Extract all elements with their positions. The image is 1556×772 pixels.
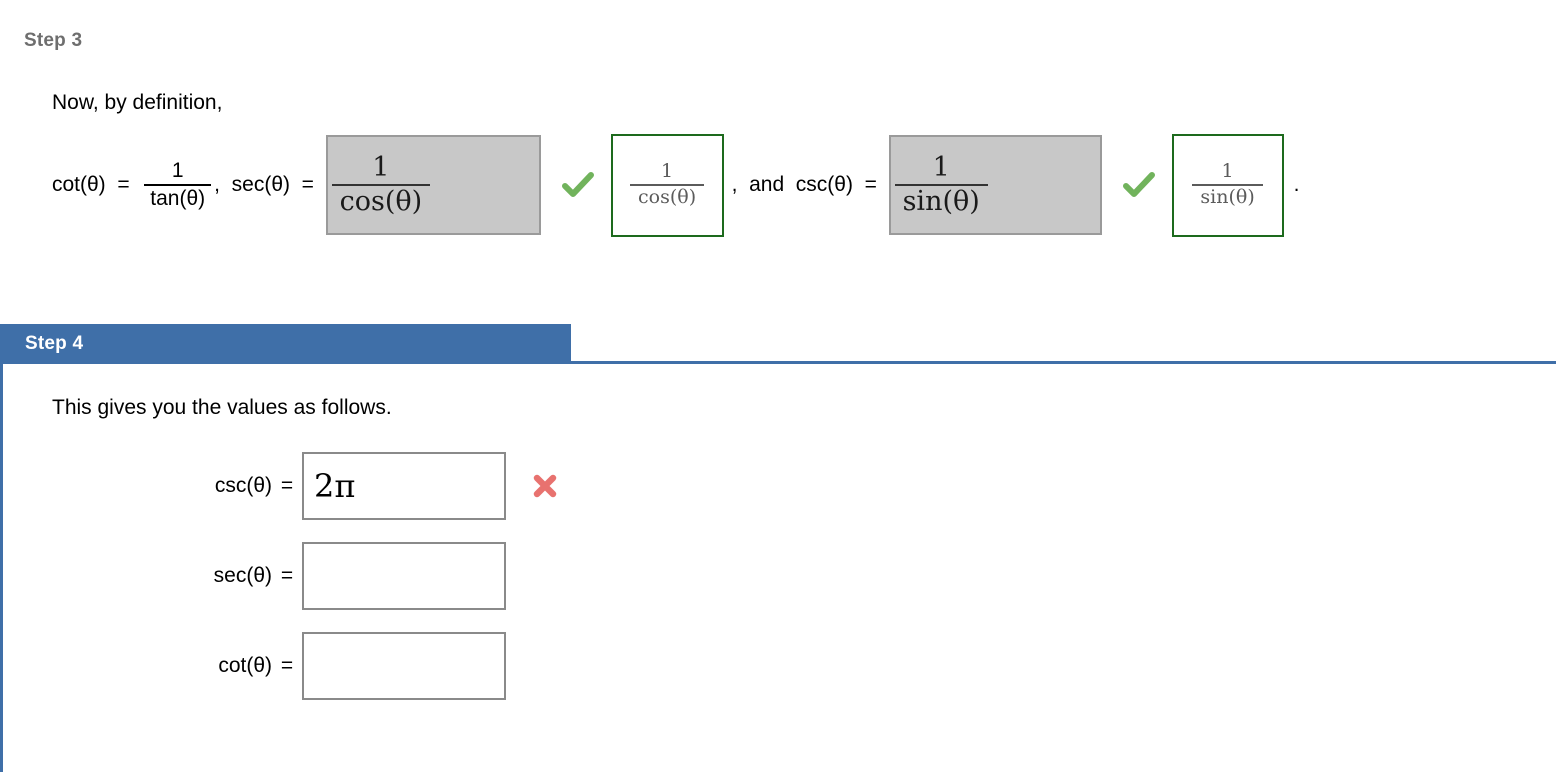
sec-given-numerator: 1 bbox=[372, 151, 390, 183]
check-icon bbox=[1122, 172, 1155, 197]
check-icon bbox=[561, 172, 594, 197]
csc-given-answer-box: 1 sin(θ) bbox=[888, 135, 1102, 235]
step-3-lead-label: Now, by definition, bbox=[52, 91, 223, 114]
sec-correct-fraction: 1 cos(θ) bbox=[630, 160, 705, 208]
answer-row-csc: csc(θ) = 2π bbox=[160, 450, 560, 522]
csc-correct-indicator bbox=[1122, 168, 1156, 202]
csc-correct-numerator: 1 bbox=[1221, 160, 1234, 183]
step-3-label: Step 3 bbox=[24, 30, 83, 51]
sec-correct-answer-box: 1 cos(θ) bbox=[610, 133, 724, 237]
csc-given-fraction: 1 sin(θ) bbox=[894, 151, 988, 217]
csc-given-numerator: 1 bbox=[932, 151, 950, 183]
step-4-label: Step 4 bbox=[25, 333, 84, 354]
sec-given-answer-box: 1 cos(θ) bbox=[325, 135, 541, 235]
step-4-header-bar: Step 4 bbox=[0, 324, 571, 364]
x-icon bbox=[533, 474, 557, 498]
csc-correct-fraction: 1 sin(θ) bbox=[1192, 160, 1263, 208]
cot-fraction-denominator: tan(θ) bbox=[144, 184, 212, 211]
answer-row-sec: sec(θ) = bbox=[160, 540, 506, 612]
csc-correct-answer-box: 1 sin(θ) bbox=[1171, 133, 1284, 237]
csc-given-denominator: sin(θ) bbox=[894, 184, 988, 216]
cot-fraction-numerator: 1 bbox=[171, 159, 184, 183]
step-3-equation-row: cot(θ) = 1 tan(θ) , sec(θ) = 1 cos(θ) 1 … bbox=[52, 130, 1299, 240]
sec-correct-numerator: 1 bbox=[661, 160, 674, 183]
cot-definition-label: cot(θ) = bbox=[52, 173, 142, 196]
answer-label-csc: csc(θ) bbox=[214, 474, 272, 497]
answer-equals-csc: = bbox=[280, 474, 294, 497]
csc-definition-label: , and csc(θ) = bbox=[731, 173, 889, 196]
answer-input-csc-value: 2π bbox=[314, 467, 356, 505]
sec-correct-indicator bbox=[561, 168, 595, 202]
sec-given-denominator: cos(θ) bbox=[331, 184, 431, 216]
answer-equals-sec: = bbox=[280, 564, 294, 587]
sec-definition-label: , sec(θ) = bbox=[214, 173, 326, 196]
step-4-header-rule bbox=[571, 361, 1556, 364]
step-3-lead-text: Now, by definition, bbox=[52, 92, 222, 115]
csc-correct-denominator: sin(θ) bbox=[1192, 184, 1263, 208]
sec-correct-denominator: cos(θ) bbox=[630, 184, 705, 208]
answer-input-cot[interactable] bbox=[302, 632, 506, 700]
answer-equals-cot: = bbox=[280, 654, 294, 677]
step-4-lead-text: This gives you the values as follows. bbox=[52, 396, 392, 419]
sec-given-fraction: 1 cos(θ) bbox=[331, 151, 431, 217]
step-4-panel bbox=[0, 364, 1556, 772]
answer-label-sec: sec(θ) bbox=[213, 564, 272, 587]
answer-row-cot: cot(θ) = bbox=[160, 630, 506, 702]
answer-input-sec[interactable] bbox=[302, 542, 506, 610]
cot-fraction: 1 tan(θ) bbox=[144, 159, 212, 211]
equation-period: . bbox=[1293, 173, 1300, 196]
answer-input-csc[interactable]: 2π bbox=[302, 452, 506, 520]
answer-label-cot: cot(θ) bbox=[218, 654, 272, 677]
